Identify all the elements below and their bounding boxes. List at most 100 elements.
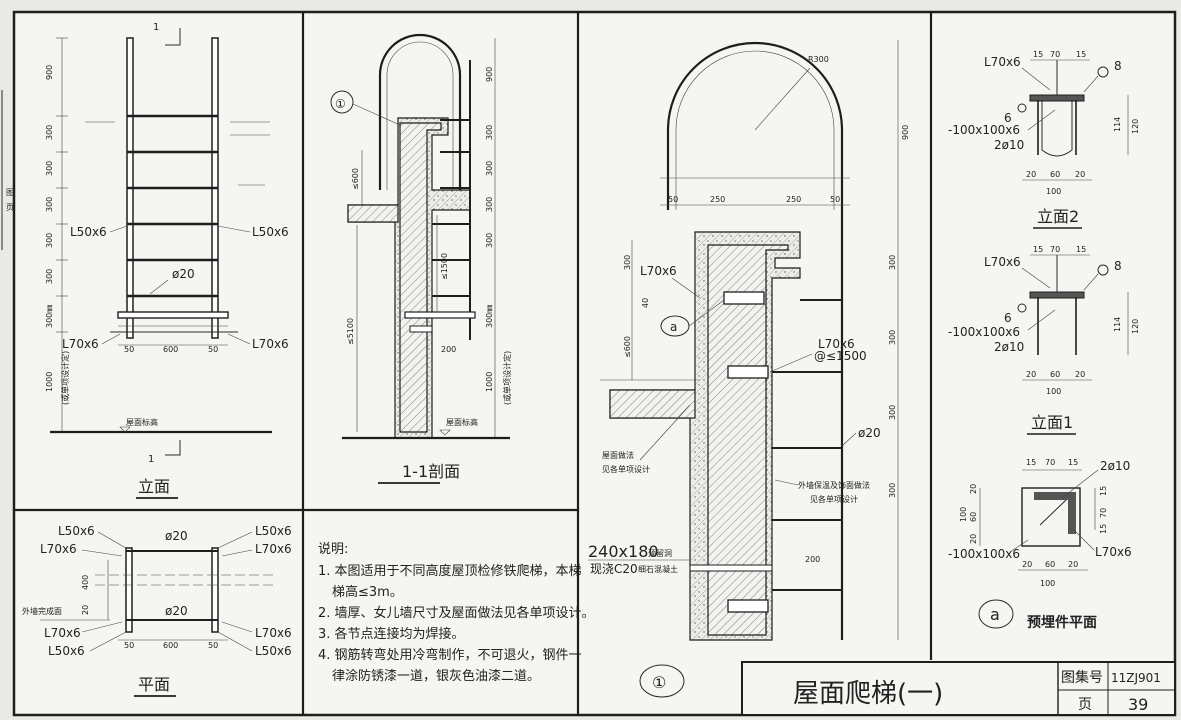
e2-top-15a: 15: [1033, 50, 1043, 59]
ep-b-60: 60: [1045, 560, 1055, 569]
ep-mark: a: [990, 605, 1000, 624]
detail-dim-250a: 250: [710, 195, 725, 204]
ep-plate: -100x100x6: [948, 547, 1020, 561]
ep-total: 100: [1040, 579, 1055, 588]
elev-label-l50-right: L50x6: [252, 225, 289, 239]
plan-dim-600: 600: [163, 641, 178, 650]
e2-b-60: 60: [1050, 170, 1060, 179]
sec-dim-900: 900: [485, 67, 494, 82]
embed-elev1: 15 70 15 L70x6 8 6 -100x100x6 2ø10 114 1…: [948, 245, 1140, 435]
atlas-number: 11ZJ901: [1111, 671, 1161, 685]
e1-eight: 8: [1114, 259, 1122, 273]
e1-total: 100: [1046, 387, 1061, 396]
e2-bar: 2ø10: [994, 138, 1024, 152]
sec-dim-300-a: 300: [485, 125, 494, 140]
elev-dim-300-b: 300: [45, 161, 54, 176]
page-number: 39: [1128, 695, 1148, 714]
e1-six: 6: [1004, 311, 1012, 325]
det-spacing: @≤1500: [814, 349, 867, 363]
page-label: 页: [1078, 697, 1092, 713]
e1-top-70: 70: [1050, 245, 1060, 254]
e1-top-15a: 15: [1033, 245, 1043, 254]
elev-dim-note: (或单项设计定): [60, 351, 70, 405]
sec-roof-label: 屋面标高: [446, 417, 478, 427]
det-l70-left: L70x6: [640, 264, 677, 278]
ep-top-70: 70: [1045, 458, 1055, 467]
det-conc-note: 细石混凝土: [638, 564, 678, 574]
plan-l50-bot-right: L50x6: [255, 644, 292, 658]
det-dim-left-40: 40: [641, 298, 650, 308]
sec-dim-300-c: 300: [485, 197, 494, 212]
e2-eight: 8: [1114, 59, 1122, 73]
plan-dim-400: 400: [81, 575, 90, 590]
rungs: [127, 114, 218, 298]
det-dim-left-600: ≤600: [623, 336, 632, 358]
det-l70-right: L70x6: [818, 337, 855, 351]
note-3: 3. 各节点连接均为焊接。: [318, 626, 465, 642]
plan-title: 平面: [138, 675, 170, 694]
atlas-label: 图集号: [1061, 669, 1103, 686]
det-wall2: 见各单项设计: [810, 494, 858, 504]
det-phi20: ø20: [858, 426, 881, 440]
note-4: 4. 钢筋转弯处用冷弯制作，不可退火，钢件一: [318, 647, 582, 663]
ep-bar: 2ø10: [1100, 459, 1130, 473]
e1-l70: L70x6: [984, 255, 1021, 269]
e2-top-15b: 15: [1076, 50, 1086, 59]
detail-dim-50b: 50: [830, 195, 840, 204]
elev-dim-300mm: 300㎜: [45, 305, 54, 328]
notes-heading: 说明:: [318, 542, 348, 557]
sheet-title: 屋面爬梯(一): [793, 679, 943, 709]
sec-dim-300-d: 300: [485, 233, 494, 248]
section-mark-bottom: 1: [148, 454, 154, 465]
elev-label-l70-right: L70x6: [252, 337, 289, 351]
det-dim-left-300: 300: [623, 255, 632, 270]
e2-top-70: 70: [1050, 50, 1060, 59]
elev-dim-900: 900: [45, 65, 54, 80]
sec-dim-300-b: 300: [485, 161, 494, 176]
e2-b-20a: 20: [1026, 170, 1036, 179]
edge-text-1: 图: [6, 188, 14, 197]
plan-dim-50b: 50: [208, 641, 218, 650]
sheet-border: [12, 10, 1177, 717]
sec-dim-1500: ≤1500: [440, 253, 449, 280]
ep-right-70: 70: [1099, 508, 1108, 518]
sec-dim-600: ≤600: [351, 168, 360, 190]
plan-l70-bot-right: L70x6: [255, 626, 292, 640]
e2-total: 100: [1046, 187, 1061, 196]
section-mark-top: 1: [153, 22, 159, 33]
section-title: 1-1剖面: [402, 462, 460, 481]
plan-dim-50a: 50: [124, 641, 134, 650]
ep-left-60: 60: [969, 512, 978, 522]
elevation-title: 立面: [138, 477, 170, 496]
det-conc: 现浇C20: [590, 562, 638, 576]
e1-h2: 120: [1131, 319, 1140, 334]
detail-callout: ①: [652, 673, 666, 692]
ep-right-15a: 15: [1099, 486, 1108, 496]
det-hole-note: 预留洞: [648, 548, 672, 558]
ep-top-15a: 15: [1026, 458, 1036, 467]
section-1-1: ① 900 300 300 300 300 300㎜ 1000 (或单项设计定)…: [330, 33, 512, 484]
elev-dim-300-a: 300: [45, 125, 54, 140]
sec-dim-5100: ≤5100: [346, 318, 355, 345]
elev-dim-1000: 1000: [45, 372, 54, 392]
det-dim-900: 900: [901, 125, 910, 140]
e1-b-20b: 20: [1075, 370, 1085, 379]
e1-plate: -100x100x6: [948, 325, 1020, 339]
note-1: 1. 本图适用于不同高度屋顶检修铁爬梯，本梯: [318, 563, 582, 579]
ep-top-15b: 15: [1068, 458, 1078, 467]
elev-dim-300-d: 300: [45, 233, 54, 248]
elev-w-50b: 50: [208, 345, 218, 354]
plan-phi-bottom: ø20: [165, 604, 188, 618]
edge-text-2: 页: [6, 203, 14, 212]
plan-l70-top-left: L70x6: [40, 542, 77, 556]
elev-dim-300-c: 300: [45, 197, 54, 212]
plan-view: L50x6 L70x6 外墙完成面 L70x6 L50x6 L50x6 L70x…: [22, 524, 292, 697]
sec-dim-1000: 1000: [485, 372, 494, 392]
ep-b-20b: 20: [1068, 560, 1078, 569]
e1-h1: 114: [1113, 317, 1122, 332]
det-dim-300a: 300: [888, 255, 897, 270]
e2-plate: -100x100x6: [948, 123, 1020, 137]
det-dim-300d: 300: [888, 483, 897, 498]
embed-elev1-title: 立面1: [1031, 413, 1073, 432]
e2-six: 6: [1004, 111, 1012, 125]
